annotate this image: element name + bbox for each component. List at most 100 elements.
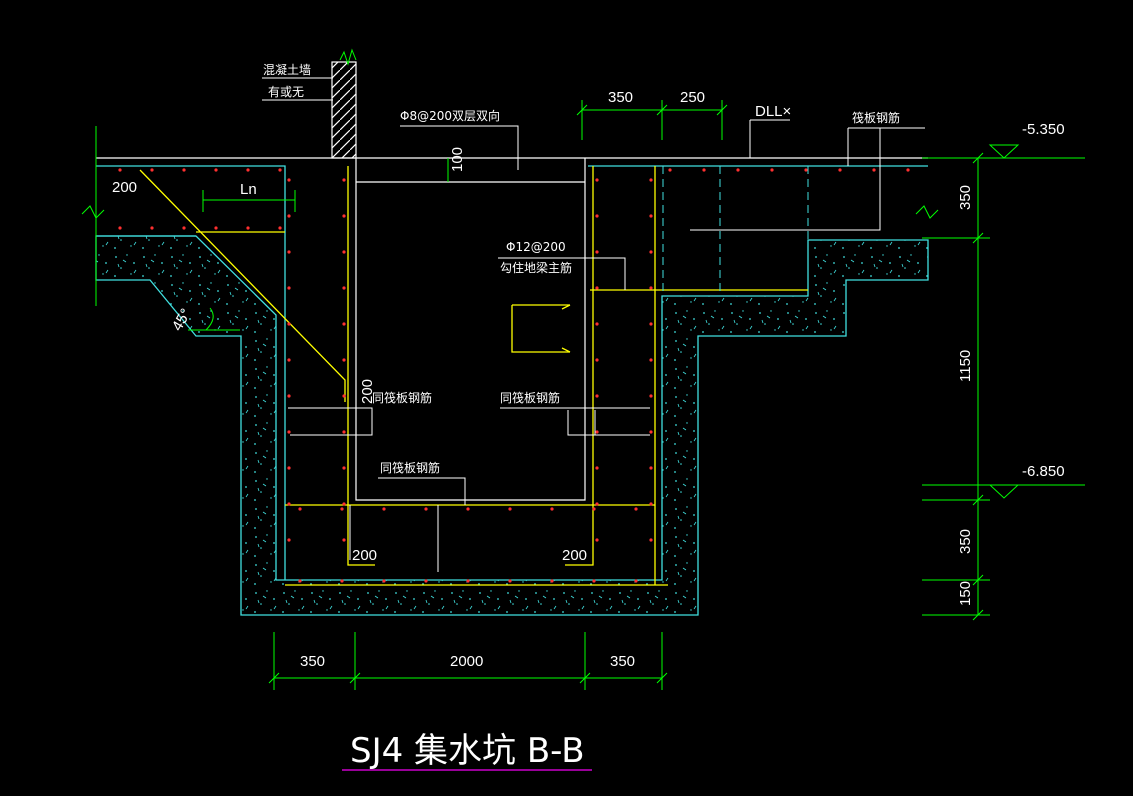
dim-right-1150: 1150 (957, 350, 974, 382)
rebar-dot (872, 168, 876, 172)
rebar-dot (466, 507, 470, 511)
rebar-dot (906, 168, 910, 172)
rebar-dot (595, 502, 599, 506)
rebar-dot (287, 538, 291, 542)
rebar-dot (342, 286, 346, 290)
rebar-dot (668, 168, 672, 172)
rebar-dot (649, 178, 653, 182)
rebar-dot (287, 466, 291, 470)
dim-bottom-350-right: 350 (610, 653, 635, 670)
rebar-dot (342, 502, 346, 506)
rebar-dot (550, 507, 554, 511)
dim-200-bottom-left: 200 (352, 547, 377, 564)
rebar-dot (424, 507, 428, 511)
rebar-dot (508, 579, 512, 583)
concrete-wall (331, 48, 357, 159)
rebar-dot (508, 507, 512, 511)
rebar-dot (649, 502, 653, 506)
elevation-bottom: -6.850 (1022, 463, 1065, 480)
rebar-dot (649, 430, 653, 434)
rebar-dot (342, 178, 346, 182)
drawing-title: SJ4 集水坑 B-B (350, 731, 585, 771)
dim-100: 100 (449, 147, 466, 172)
rebar-dot (287, 250, 291, 254)
rebar-dot (702, 168, 706, 172)
rebar-dot (649, 250, 653, 254)
blinding-layer (95, 235, 929, 616)
rebar-dot (595, 430, 599, 434)
dim-200-top: 200 (112, 179, 137, 196)
slab-lines (96, 157, 928, 501)
rebar-dot (804, 168, 808, 172)
rebar-dot (595, 178, 599, 182)
rebar-dot (595, 394, 599, 398)
same-raft-right-note: 同筏板钢筋 (500, 390, 560, 405)
wall-note-1: 混凝土墙 (263, 62, 311, 77)
rebar-dot (342, 250, 346, 254)
concrete-outline (96, 165, 928, 580)
dim-bottom-2000: 2000 (450, 653, 483, 670)
rebar-dot (342, 322, 346, 326)
rebar-dots (118, 168, 910, 583)
rebar-dot (736, 168, 740, 172)
rebar-dot (382, 579, 386, 583)
rebar-dot (634, 579, 638, 583)
rebar-dot (182, 226, 186, 230)
dim-top-350: 350 (608, 89, 633, 106)
rebar-dot (287, 358, 291, 362)
rebar-dot (298, 507, 302, 511)
same-raft-left-note: 同筏板钢筋 (372, 390, 432, 405)
rebar-dot (595, 214, 599, 218)
rebar-dot (287, 214, 291, 218)
rebar-dot (342, 430, 346, 434)
annotation-text: 混凝土墙 有或无 Φ8@200双层双向 Φ12@200 勾住地梁主筋 筏板钢筋 … (112, 62, 1065, 771)
rebar-dot (246, 226, 250, 230)
rebar-dot (649, 466, 653, 470)
rebar-dot (287, 286, 291, 290)
rebar-dot (287, 430, 291, 434)
rebar-dot (287, 178, 291, 182)
rebar-dot (649, 286, 653, 290)
rebar-dot (342, 394, 346, 398)
leader-lines (262, 77, 925, 572)
rebar-dot (595, 250, 599, 254)
rebar-dot (342, 214, 346, 218)
dim-right-350-bottom: 350 (957, 529, 974, 554)
rebar-dot (550, 579, 554, 583)
rebar-dot (592, 507, 596, 511)
rebar-dot (595, 322, 599, 326)
wall-note-2: 有或无 (268, 85, 304, 99)
rebar-dot (278, 226, 282, 230)
dim-right-150: 150 (957, 581, 974, 606)
dim-bottom-350-left: 350 (300, 653, 325, 670)
rebar-dot (592, 579, 596, 583)
rebar-dot (342, 466, 346, 470)
rebar-dot (214, 226, 218, 230)
pit-main-bar-note-1: Φ12@200 (506, 240, 566, 254)
raft-rebar-note: 筏板钢筋 (852, 110, 900, 125)
rebar-dot (382, 507, 386, 511)
rebar-dot (649, 394, 653, 398)
rebar-dot (770, 168, 774, 172)
rebar-dot (246, 168, 250, 172)
rebar-dot (278, 168, 282, 172)
rebar-dot (342, 538, 346, 542)
dim-right-350-top: 350 (957, 185, 974, 210)
dim-200-mid: 200 (359, 379, 376, 404)
rebar-dot (287, 322, 291, 326)
rebar-dot (214, 168, 218, 172)
rebar-dot (150, 168, 154, 172)
rebar-dot (649, 322, 653, 326)
rebar-dot (150, 226, 154, 230)
top-rebar-note: Φ8@200双层双向 (400, 108, 500, 123)
pit-main-bar-note-2: 勾住地梁主筋 (500, 260, 572, 275)
elevation-top: -5.350 (1022, 121, 1065, 138)
rebar-dot (595, 286, 599, 290)
rebar-dot (634, 507, 638, 511)
rebar-dot (424, 579, 428, 583)
rebar-dot (118, 226, 122, 230)
rebar-dot (649, 358, 653, 362)
dimension-lines (81, 100, 1085, 690)
rebar-dot (118, 168, 122, 172)
